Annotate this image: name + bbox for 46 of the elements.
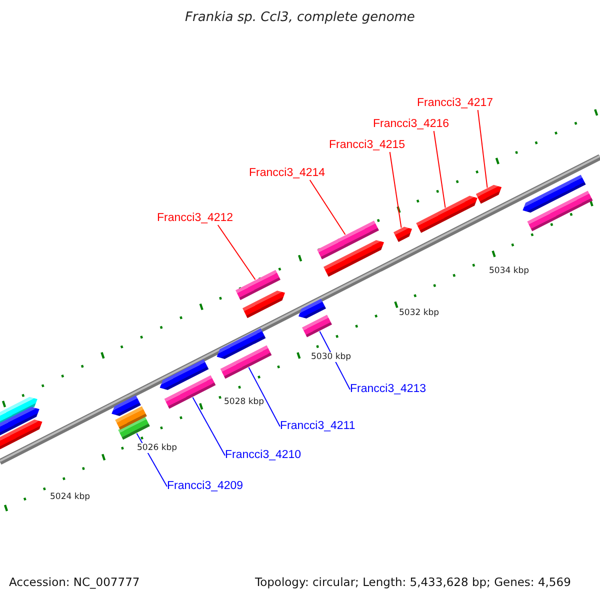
- gene-feature: [302, 314, 332, 338]
- gene-label: Francci3_4216: [373, 118, 450, 131]
- scale-label: 5030 kbp: [311, 352, 352, 362]
- gene-feature: [115, 406, 147, 430]
- gene-label: Francci3_4212: [157, 212, 234, 225]
- leader-line: [248, 366, 280, 427]
- genome-info-text: Topology: circular; Length: 5,433,628 bp; Genes: 4,569: [255, 575, 571, 589]
- gene-feature: [522, 174, 586, 213]
- gene-feature: [236, 270, 280, 300]
- gene-feature: [164, 375, 216, 409]
- gene-feature: [416, 196, 478, 233]
- gene-label: Francci3_4211: [280, 420, 356, 433]
- accession-text: Accession: NC_007777: [9, 575, 140, 589]
- leader-line: [433, 130, 446, 208]
- scale-label: 5026 kbp: [137, 443, 178, 453]
- gene-feature: [298, 298, 326, 318]
- scale-label: 5034 kbp: [489, 266, 530, 276]
- gene-feature: [242, 290, 285, 318]
- gene-label: Francci3_4214: [249, 167, 326, 180]
- diagram-title: Frankia sp. Ccl3, complete genome: [184, 10, 416, 25]
- gene-feature: [527, 190, 593, 232]
- leader-line: [217, 224, 256, 280]
- gene-feature: [112, 395, 141, 416]
- gene-feature: [160, 359, 209, 390]
- gene-feature: [0, 406, 40, 436]
- scale-label: 5024 kbp: [50, 492, 90, 502]
- gene-feature: [216, 328, 266, 359]
- leader-line: [389, 152, 402, 228]
- scale-label: 5028 kbp: [224, 397, 264, 407]
- gene-feature: [394, 226, 412, 242]
- gene-feature: [0, 420, 42, 450]
- gene-feature: [324, 240, 384, 277]
- gene-label: Francci3_4209: [167, 480, 244, 493]
- gene-feature: [317, 220, 379, 260]
- leader-line: [192, 396, 226, 456]
- gene-feature: [0, 396, 38, 426]
- scale-label: 5032 kbp: [399, 308, 440, 318]
- leader-line: [477, 110, 488, 188]
- gene-label: Francci3_4213: [350, 383, 426, 396]
- gene-feature: [118, 416, 150, 440]
- gene-label: Francci3_4210: [225, 449, 302, 462]
- gene-label: Francci3_4215: [329, 139, 406, 152]
- leader-line: [309, 180, 346, 236]
- gene-feature: [220, 345, 272, 379]
- gene-label: Francci3_4217: [417, 97, 494, 110]
- gene-feature: [476, 184, 502, 204]
